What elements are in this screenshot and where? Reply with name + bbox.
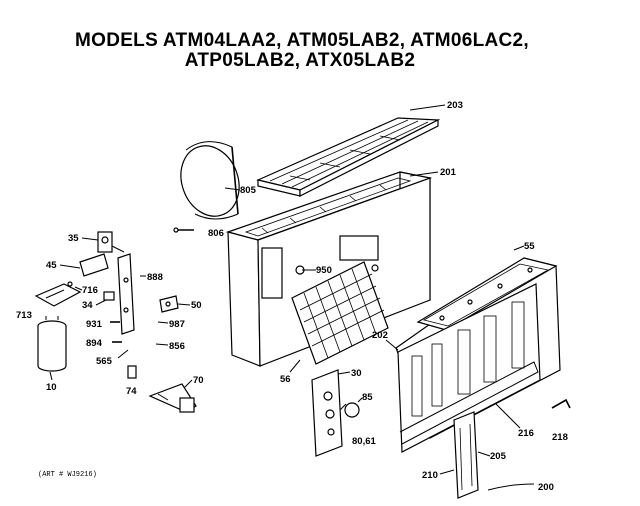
bracket-assembly-part [34, 253, 109, 307]
label-56: 56 [280, 374, 291, 385]
front-frame-202-part [397, 283, 541, 453]
label-80-61: 80,61 [352, 436, 376, 447]
art-number: (ART # WJ9216) [38, 471, 97, 479]
top-grille-part [256, 117, 441, 197]
label-856: 856 [169, 341, 185, 352]
label-203: 203 [447, 100, 463, 111]
label-931: 931 [86, 319, 103, 330]
label-55: 55 [524, 241, 535, 252]
filter-205-part [453, 411, 479, 499]
condenser-grille-part [291, 261, 389, 365]
label-987: 987 [169, 319, 185, 330]
diagram-title-line-1: MODELS ATM04LAA2, ATM05LAB2, ATM06LAC2, [74, 30, 529, 51]
thermostat-50-part [159, 295, 179, 313]
label-894: 894 [86, 338, 103, 349]
label-34: 34 [82, 300, 93, 311]
label-30: 30 [351, 368, 362, 379]
label-805: 805 [240, 185, 257, 196]
label-201: 201 [440, 167, 457, 178]
switch-70-part [148, 383, 197, 413]
label-85: 85 [362, 392, 373, 403]
label-45: 45 [46, 260, 57, 271]
label-210: 210 [422, 470, 438, 481]
label-950: 950 [316, 265, 332, 276]
label-216: 216 [518, 428, 534, 439]
label-218: 218 [552, 432, 568, 443]
screw-806-part [173, 227, 194, 233]
control-panel-30-part [311, 369, 343, 457]
label-10: 10 [46, 382, 57, 393]
clip-74-part [127, 365, 137, 379]
label-202: 202 [372, 330, 388, 341]
label-205: 205 [490, 451, 507, 462]
control-bracket-part [103, 253, 135, 335]
label-565: 565 [96, 356, 113, 367]
label-716: 716 [82, 285, 98, 296]
label-35: 35 [68, 233, 79, 244]
label-200: 200 [538, 482, 554, 493]
fan-shroud-ring-part [180, 141, 240, 220]
diagram-title-line-2: ATP05LAB2, ATX05LAB2 [184, 50, 416, 71]
capacitor-part [37, 316, 67, 372]
relay-35-part [97, 231, 125, 253]
label-50: 50 [191, 300, 202, 311]
knob-85-part [339, 402, 360, 418]
clip-218-part [551, 398, 571, 409]
label-888: 888 [147, 272, 163, 283]
label-74: 74 [126, 386, 137, 397]
label-713: 713 [16, 310, 32, 321]
label-806: 806 [208, 228, 224, 239]
label-70: 70 [193, 375, 204, 386]
